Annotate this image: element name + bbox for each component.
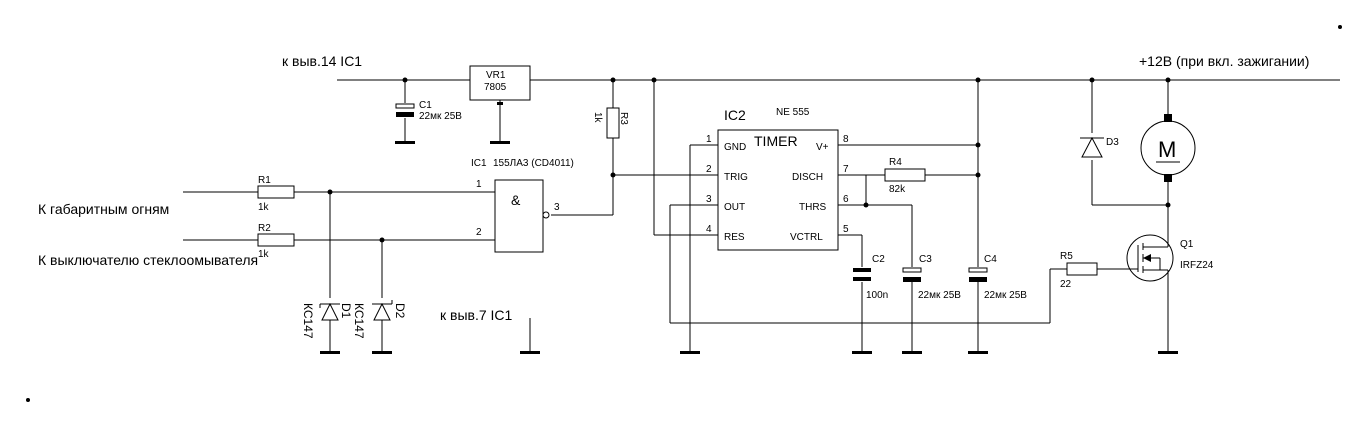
r4-name: R4 — [889, 157, 902, 168]
label-pin7: к выв.7 IC1 — [440, 307, 513, 323]
zener-d1: D1 КС147 — [301, 302, 353, 339]
ic2-type: NE 555 — [776, 107, 810, 118]
ic2-pin2-name: TRIG — [724, 172, 748, 183]
label-top-right: +12В (при вкл. зажигании) — [1139, 53, 1309, 69]
ic1-type: 155ЛА3 (CD4011) — [493, 158, 574, 169]
capacitor-c4: C4 22мк 25В — [968, 254, 1027, 301]
c1-name: C1 — [419, 100, 432, 111]
resistor-r5: R5 22 — [1060, 251, 1098, 290]
ic1-symbol: & — [511, 192, 521, 208]
ic1-name: IC1 — [471, 158, 487, 169]
ic1-pin-in1: 1 — [476, 179, 482, 190]
junction-dots — [26, 25, 1342, 402]
ic2-pin8-name: V+ — [816, 142, 829, 153]
ic2-pin4-name: RES — [724, 232, 745, 243]
resistor-r3: R3 1k — [592, 107, 629, 139]
net-labels: к выв.14 IC1 +12В (при вкл. зажигании) К… — [38, 53, 1309, 323]
zener-d2: D2 КС147 — [352, 300, 407, 339]
capacitor-c2: C2 100n — [853, 254, 888, 301]
ic2-pin6-num: 6 — [843, 194, 849, 205]
ic2-timer: TIMER IC2 NE 555 1 GND 2 TRIG 3 OUT 4 RE… — [706, 107, 849, 251]
q1-name: Q1 — [1180, 239, 1194, 250]
ic2-pin1-name: GND — [724, 142, 746, 153]
r5-name: R5 — [1060, 251, 1073, 262]
ic2-pin1-num: 1 — [706, 134, 712, 145]
r2-value: 1k — [258, 249, 270, 260]
c2-value: 100n — [866, 290, 888, 301]
ic2-pin4-num: 4 — [706, 224, 712, 235]
d2-name: D2 — [393, 303, 407, 319]
ic2-pin7-num: 7 — [843, 164, 849, 175]
label-top-left: к выв.14 IC1 — [282, 53, 362, 69]
wires — [183, 79, 1340, 352]
r2-name: R2 — [258, 223, 271, 234]
ic2-pin2-num: 2 — [706, 164, 712, 175]
d2-value: КС147 — [352, 303, 366, 339]
label-input2: К выключателю стеклоомывателя — [38, 252, 258, 268]
ic2-pin5-name: VCTRL — [790, 232, 823, 243]
d1-value: КС147 — [301, 303, 315, 339]
c1-value: 22мк 25В — [419, 111, 462, 122]
vr1-name: VR1 — [486, 70, 506, 81]
motor-m: M — [1140, 114, 1196, 182]
d3-name: D3 — [1106, 137, 1119, 148]
ic2-title: TIMER — [754, 133, 798, 149]
c2-name: C2 — [872, 254, 885, 265]
motor-symbol: M — [1158, 137, 1176, 162]
ic2-pin7-name: DISCH — [792, 172, 823, 183]
r1-name: R1 — [258, 175, 271, 186]
r3-value: 1k — [592, 112, 603, 124]
mosfet-q1: Q1 IRFZ24 — [1126, 234, 1214, 285]
label-input1: К габаритным огням — [38, 201, 169, 217]
capacitor-c1: C1 22мк 25В — [395, 100, 462, 122]
r3-name: R3 — [618, 112, 629, 125]
vr1-type: 7805 — [484, 82, 507, 93]
d1-name: D1 — [339, 303, 353, 319]
ground-symbols — [320, 141, 1178, 354]
ic1-pin-in2: 2 — [476, 227, 482, 238]
r1-value: 1k — [258, 202, 270, 213]
ic2-pin3-name: OUT — [724, 202, 745, 213]
regulator-vr1: VR1 7805 — [469, 65, 531, 105]
ic1-pin-out: 3 — [554, 202, 560, 213]
c4-value: 22мк 25В — [984, 290, 1027, 301]
c3-name: C3 — [919, 254, 932, 265]
ic1-nand-gate: & IC1 155ЛА3 (CD4011) 1 2 3 — [471, 158, 574, 253]
c3-value: 22мк 25В — [918, 290, 961, 301]
ic2-pin8-num: 8 — [843, 134, 849, 145]
q1-type: IRFZ24 — [1180, 260, 1214, 271]
diode-d3: D3 — [1080, 136, 1119, 158]
ic2-pin3-num: 3 — [706, 194, 712, 205]
resistor-r1: R1 1k — [257, 175, 295, 213]
ic2-pin6-name: THRS — [799, 202, 827, 213]
resistor-r4: R4 82k — [884, 157, 926, 195]
ic2-pin5-num: 5 — [843, 224, 849, 235]
r5-value: 22 — [1060, 279, 1072, 290]
capacitor-c3: C3 22мк 25В — [902, 254, 961, 301]
ic2-name: IC2 — [724, 107, 746, 123]
resistor-r2: R2 1k — [257, 223, 295, 260]
r4-value: 82k — [889, 184, 906, 195]
c4-name: C4 — [984, 254, 997, 265]
